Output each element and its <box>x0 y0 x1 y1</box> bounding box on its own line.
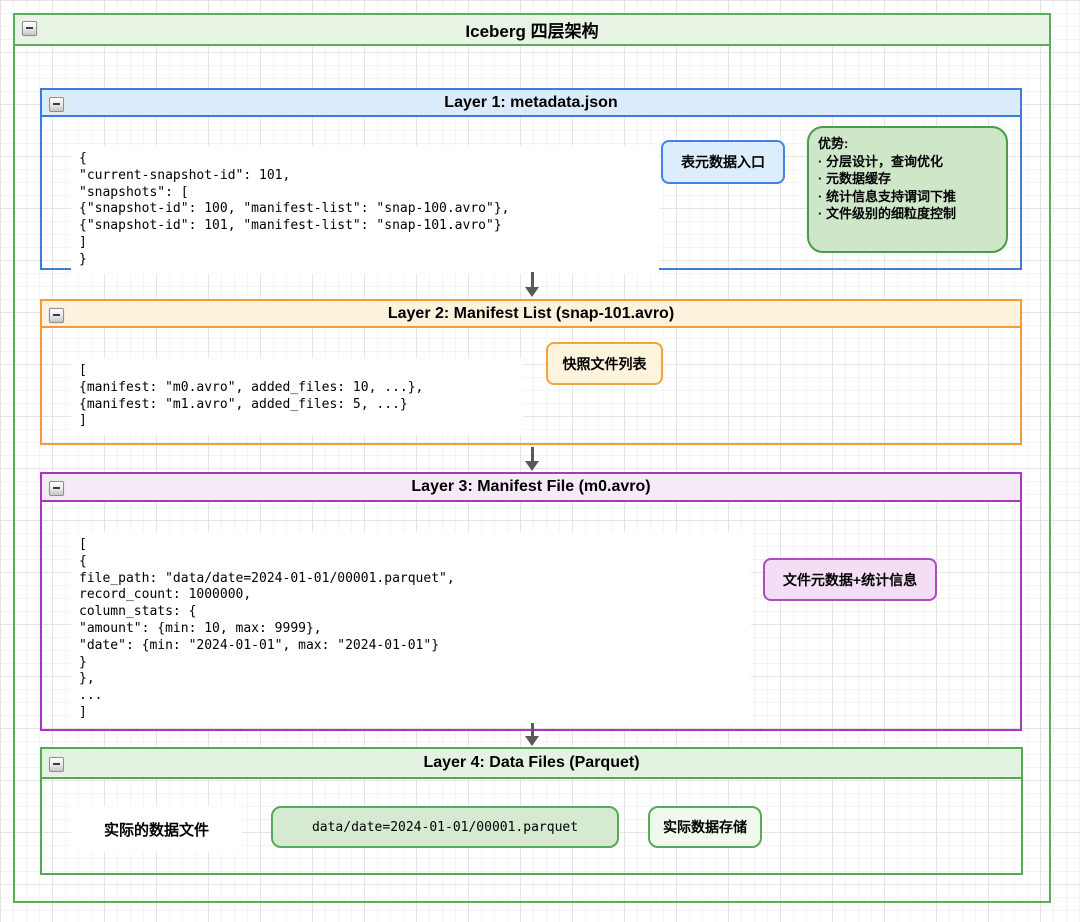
badge-actual-data-storage-label: 实际数据存储 <box>663 819 747 835</box>
arrow-stem <box>530 723 534 736</box>
layer1-metadata-json[interactable]: Layer 1: metadata.json <box>40 88 1022 270</box>
collapse-icon[interactable] <box>49 757 64 772</box>
badge-table-metadata-entry-label: 表元数据入口 <box>681 154 765 170</box>
badge-snapshot-file-list[interactable]: 快照文件列表 <box>546 342 663 385</box>
arrow-layer2-to-layer3[interactable] <box>525 447 539 471</box>
data-file-path-text: data/date=2024-01-01/00001.parquet <box>311 819 579 835</box>
badge-actual-data-storage[interactable]: 实际数据存储 <box>648 806 762 848</box>
arrow-layer3-to-layer4[interactable] <box>525 723 539 746</box>
collapse-icon[interactable] <box>49 481 64 496</box>
advantage-item: · 统计信息支持谓词下推 <box>818 188 956 204</box>
layer1-code[interactable]: { "current-snapshot-id": 101, "snapshots… <box>71 146 659 274</box>
advantages-note[interactable]: 优势: · 分层设计，查询优化 · 元数据缓存 · 统计信息支持谓词下推 · 文… <box>807 126 1008 253</box>
badge-snapshot-file-list-label: 快照文件列表 <box>562 355 647 372</box>
layer1-title: Layer 1: metadata.json <box>444 93 618 111</box>
badge-file-metadata-stats[interactable]: 文件元数据+统计信息 <box>763 558 937 601</box>
layer2-code[interactable]: [ {manifest: "m0.avro", added_files: 10,… <box>71 358 523 436</box>
data-file-path-box[interactable]: data/date=2024-01-01/00001.parquet <box>271 806 619 848</box>
collapse-icon[interactable] <box>49 97 64 112</box>
advantages-heading: 优势: <box>818 136 849 151</box>
layer4-header: Layer 4: Data Files (Parquet) <box>42 749 1021 779</box>
layer3-code[interactable]: [ { file_path: "data/date=2024-01-01/000… <box>71 532 751 727</box>
layer3-manifest-file[interactable]: Layer 3: Manifest File (m0.avro) <box>40 472 1022 731</box>
label-actual-data-files-text: 实际的数据文件 <box>103 821 209 839</box>
diagram-title: Iceberg 四层架构 <box>465 22 599 41</box>
layer3-header: Layer 3: Manifest File (m0.avro) <box>42 474 1020 502</box>
arrow-down-icon <box>525 287 539 297</box>
layer4-title: Layer 4: Data Files (Parquet) <box>423 754 640 771</box>
container-iceberg-architecture[interactable]: Iceberg 四层架构 <box>13 13 1051 903</box>
arrow-stem <box>530 447 534 461</box>
layer1-header: Layer 1: metadata.json <box>42 90 1020 117</box>
arrow-layer1-to-layer2[interactable] <box>525 272 539 297</box>
badge-table-metadata-entry[interactable]: 表元数据入口 <box>661 140 785 184</box>
arrow-down-icon <box>525 461 539 471</box>
arrow-stem <box>530 272 534 287</box>
collapse-icon[interactable] <box>49 308 64 323</box>
layer3-title: Layer 3: Manifest File (m0.avro) <box>411 478 651 495</box>
layer2-manifest-list[interactable]: Layer 2: Manifest List (snap-101.avro) <box>40 299 1022 445</box>
layer2-title: Layer 2: Manifest List (snap-101.avro) <box>387 304 675 322</box>
advantage-item: · 文件级别的细粒度控制 <box>818 206 956 222</box>
layer4-data-files[interactable]: Layer 4: Data Files (Parquet) <box>40 747 1023 875</box>
advantage-item: · 元数据缓存 <box>818 171 891 187</box>
arrow-down-icon <box>525 736 539 746</box>
container-header: Iceberg 四层架构 <box>15 15 1049 46</box>
advantage-item: · 分层设计，查询优化 <box>818 153 943 169</box>
collapse-icon[interactable] <box>22 21 37 36</box>
label-actual-data-files[interactable]: 实际的数据文件 <box>71 806 242 852</box>
layer2-header: Layer 2: Manifest List (snap-101.avro) <box>42 301 1020 328</box>
badge-file-metadata-stats-label: 文件元数据+统计信息 <box>782 571 918 588</box>
